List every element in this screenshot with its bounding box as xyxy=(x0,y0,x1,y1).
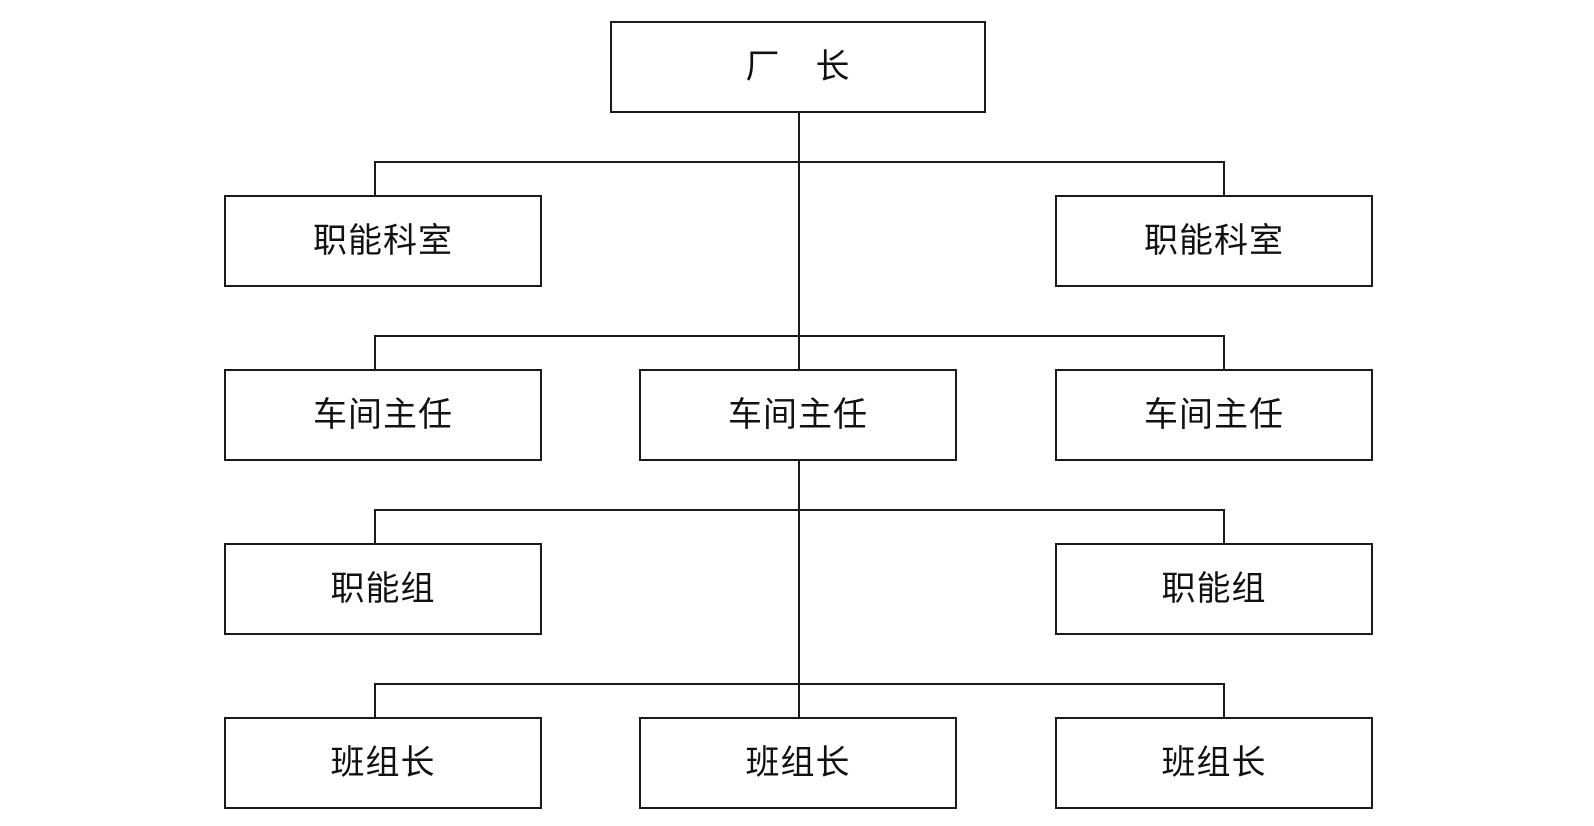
team-leader-center-box: 班组长 xyxy=(639,717,957,809)
workshop-director-right-label: 车间主任 xyxy=(1144,395,1284,435)
team-leader-left-box: 班组长 xyxy=(224,717,542,809)
functional-department-left-label: 职能科室 xyxy=(313,221,453,261)
workshop-director-left-box: 车间主任 xyxy=(224,369,542,461)
functional-group-right-box: 职能组 xyxy=(1055,543,1373,635)
functional-department-right-label: 职能科室 xyxy=(1144,221,1284,261)
connector-group xyxy=(374,112,1225,718)
factory-director-box: 厂 长 xyxy=(610,21,986,113)
functional-group-right-label: 职能组 xyxy=(1161,569,1267,609)
functional-group-left-label: 职能组 xyxy=(330,569,436,609)
team-leader-center-label: 班组长 xyxy=(745,743,851,783)
functional-department-left-box: 职能科室 xyxy=(224,195,542,287)
functional-group-left-box: 职能组 xyxy=(224,543,542,635)
workshop-director-center-box: 车间主任 xyxy=(639,369,957,461)
workshop-director-left-label: 车间主任 xyxy=(313,395,453,435)
functional-department-right-box: 职能科室 xyxy=(1055,195,1373,287)
team-leader-right-label: 班组长 xyxy=(1161,743,1267,783)
team-leader-right-box: 班组长 xyxy=(1055,717,1373,809)
team-leader-left-label: 班组长 xyxy=(330,743,436,783)
factory-director-label: 厂 长 xyxy=(745,47,851,87)
workshop-director-center-label: 车间主任 xyxy=(728,395,868,435)
workshop-director-right-box: 车间主任 xyxy=(1055,369,1373,461)
